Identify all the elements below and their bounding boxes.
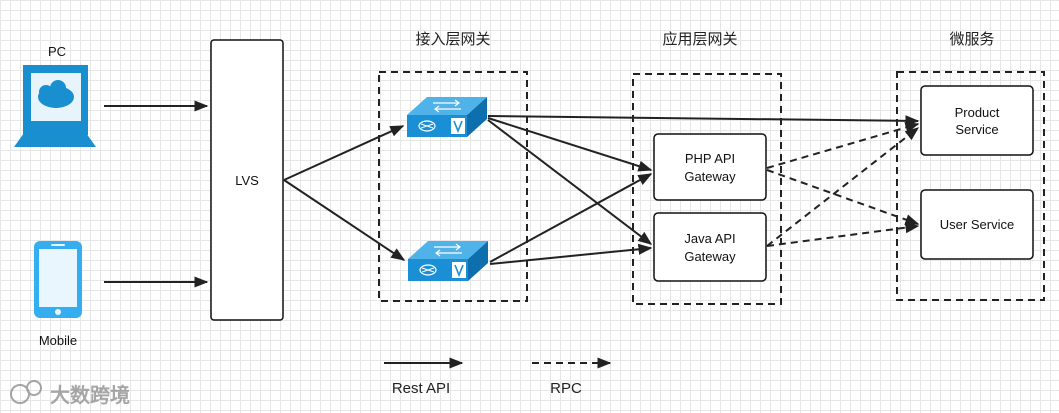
rpc-arrow <box>766 127 920 247</box>
php-gateway-label-2: Gateway <box>684 169 736 184</box>
php-gateway-node <box>653 133 767 201</box>
legend-rpc-label: RPC <box>550 380 582 397</box>
user-service-node <box>920 189 1034 260</box>
access-gateway-title: 接入层网关 <box>415 30 490 48</box>
lvs-label: LVS <box>235 173 259 188</box>
rpc-arrow <box>766 222 920 247</box>
rest-arrow <box>489 173 653 263</box>
product-service-node <box>920 85 1034 156</box>
pc-icon <box>14 65 96 147</box>
rest-arrow <box>283 125 405 181</box>
microservices-group <box>896 71 1045 301</box>
access-gateway-group <box>378 71 528 302</box>
rest-arrow <box>487 115 920 127</box>
java-gateway-label-2: Gateway <box>684 249 736 264</box>
microservices-title: 微服务 <box>949 30 994 48</box>
watermark: 大数跨境 <box>10 380 130 407</box>
app-gateway-title: 应用层网关 <box>662 30 737 48</box>
product-service-label-2: Service <box>955 122 998 137</box>
rpc-arrow <box>766 122 920 169</box>
user-service-label: User Service <box>940 217 1014 232</box>
java-gateway-node <box>653 212 767 282</box>
rest-arrow <box>487 117 653 172</box>
php-gateway-label-1: PHP API <box>685 151 735 166</box>
app-gateway-group <box>632 73 782 305</box>
switch-icon <box>407 97 487 137</box>
rest-arrow <box>283 179 406 261</box>
rest-arrow <box>487 119 653 245</box>
legend-rest-label: Rest API <box>392 380 450 397</box>
rpc-arrow <box>766 169 920 226</box>
java-gateway-label-1: Java API <box>684 231 735 246</box>
watermark-text: 大数跨境 <box>50 383 130 407</box>
switch-icon <box>408 241 488 281</box>
mobile-label: Mobile <box>39 333 77 348</box>
pc-label: PC <box>48 44 66 59</box>
rest-arrow <box>489 243 653 265</box>
lvs-node <box>210 39 284 321</box>
product-service-label-1: Product <box>955 105 1000 120</box>
mobile-icon <box>34 241 82 318</box>
